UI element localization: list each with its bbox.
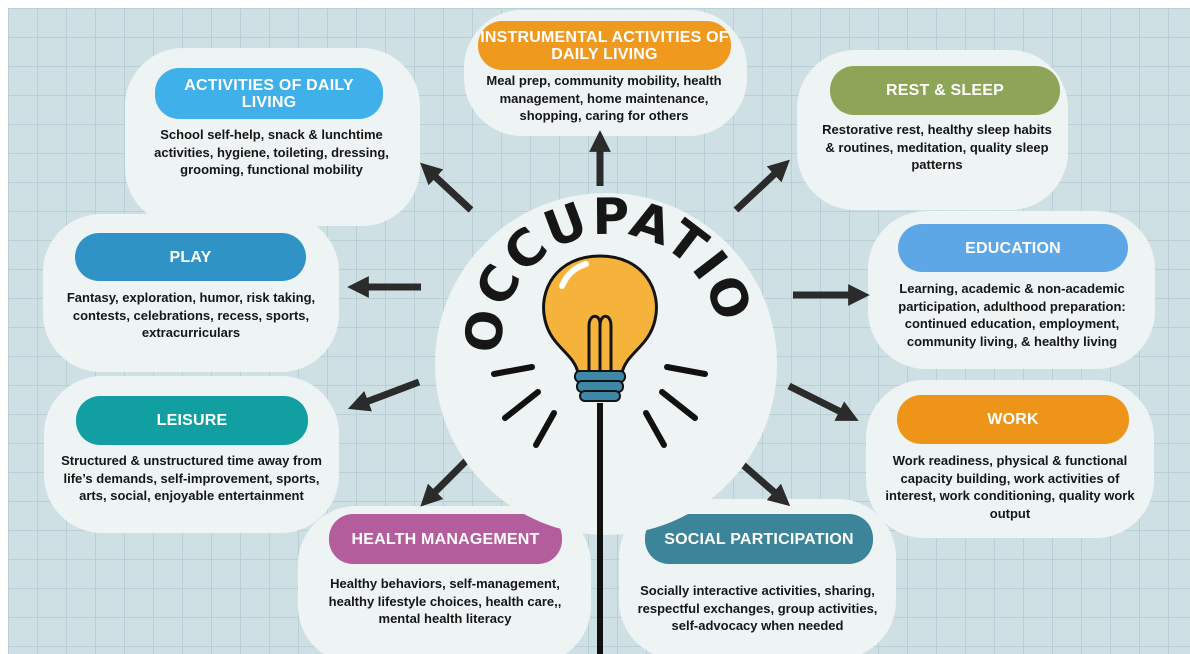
pill-instrumental-activities: INSTRUMENTAL ACTIVITIES OF DAILY LIVING bbox=[478, 21, 731, 70]
desc-instrumental-activities: Meal prep, community mobility, health ma… bbox=[486, 73, 722, 123]
desc-health-management: Healthy behaviors, self-management, heal… bbox=[328, 576, 562, 626]
pill-social-participation: SOCIAL PARTICIPATION bbox=[645, 514, 873, 564]
arrow-to-adl-icon bbox=[420, 162, 474, 213]
arrow-to-rest-sleep-icon bbox=[733, 159, 790, 213]
arrow-to-leisure-icon bbox=[347, 378, 421, 412]
desc-education: Learning, academic & non-academic partic… bbox=[898, 281, 1126, 349]
pill-rest-and-sleep: REST & SLEEP bbox=[830, 66, 1060, 115]
center-graphic: OCCUPATIONS bbox=[8, 8, 762, 654]
label-instrumental-activities: INSTRUMENTAL ACTIVITIES OF DAILY LIVING bbox=[480, 28, 729, 63]
desc-activities-of-daily-living: School self-help, snack & lunchtime acti… bbox=[154, 127, 389, 177]
desc-social-participation: Socially interactive activities, sharing… bbox=[637, 583, 878, 633]
desc-play: Fantasy, exploration, humor, risk taking… bbox=[66, 290, 316, 340]
desc-rest-and-sleep: Restorative rest, healthy sleep habits &… bbox=[822, 122, 1052, 172]
label-health-management: HEALTH MANAGEMENT bbox=[351, 530, 540, 548]
desc-work: Work readiness, physical & functional ca… bbox=[885, 453, 1135, 521]
lightbulb-icon bbox=[542, 254, 658, 654]
label-leisure: LEISURE bbox=[156, 412, 228, 429]
label-play: PLAY bbox=[169, 248, 212, 266]
light-rays-icon bbox=[491, 364, 708, 448]
arrows-group bbox=[347, 130, 870, 507]
label-rest-and-sleep: REST & SLEEP bbox=[886, 82, 1004, 99]
pill-work: WORK bbox=[897, 395, 1129, 444]
arrow-to-work-icon bbox=[787, 382, 859, 421]
label-activities-of-daily-living: ACTIVITIES OF DAILY LIVING bbox=[184, 76, 354, 111]
pill-leisure: LEISURE bbox=[76, 396, 308, 445]
pill-play: PLAY bbox=[75, 233, 306, 281]
label-work: WORK bbox=[987, 411, 1039, 428]
occupations-diagram: ACTIVITIES OF DAILY LIVING School self-h… bbox=[8, 8, 1190, 654]
pill-health-management: HEALTH MANAGEMENT bbox=[329, 514, 562, 564]
arrow-to-health-management-icon bbox=[420, 455, 472, 507]
label-education: EDUCATION bbox=[965, 239, 1061, 257]
pill-activities-of-daily-living: ACTIVITIES OF DAILY LIVING bbox=[155, 68, 383, 119]
desc-leisure: Structured & unstructured time away from… bbox=[61, 453, 322, 503]
pill-education: EDUCATION bbox=[898, 224, 1128, 272]
label-social-participation: SOCIAL PARTICIPATION bbox=[664, 530, 854, 548]
